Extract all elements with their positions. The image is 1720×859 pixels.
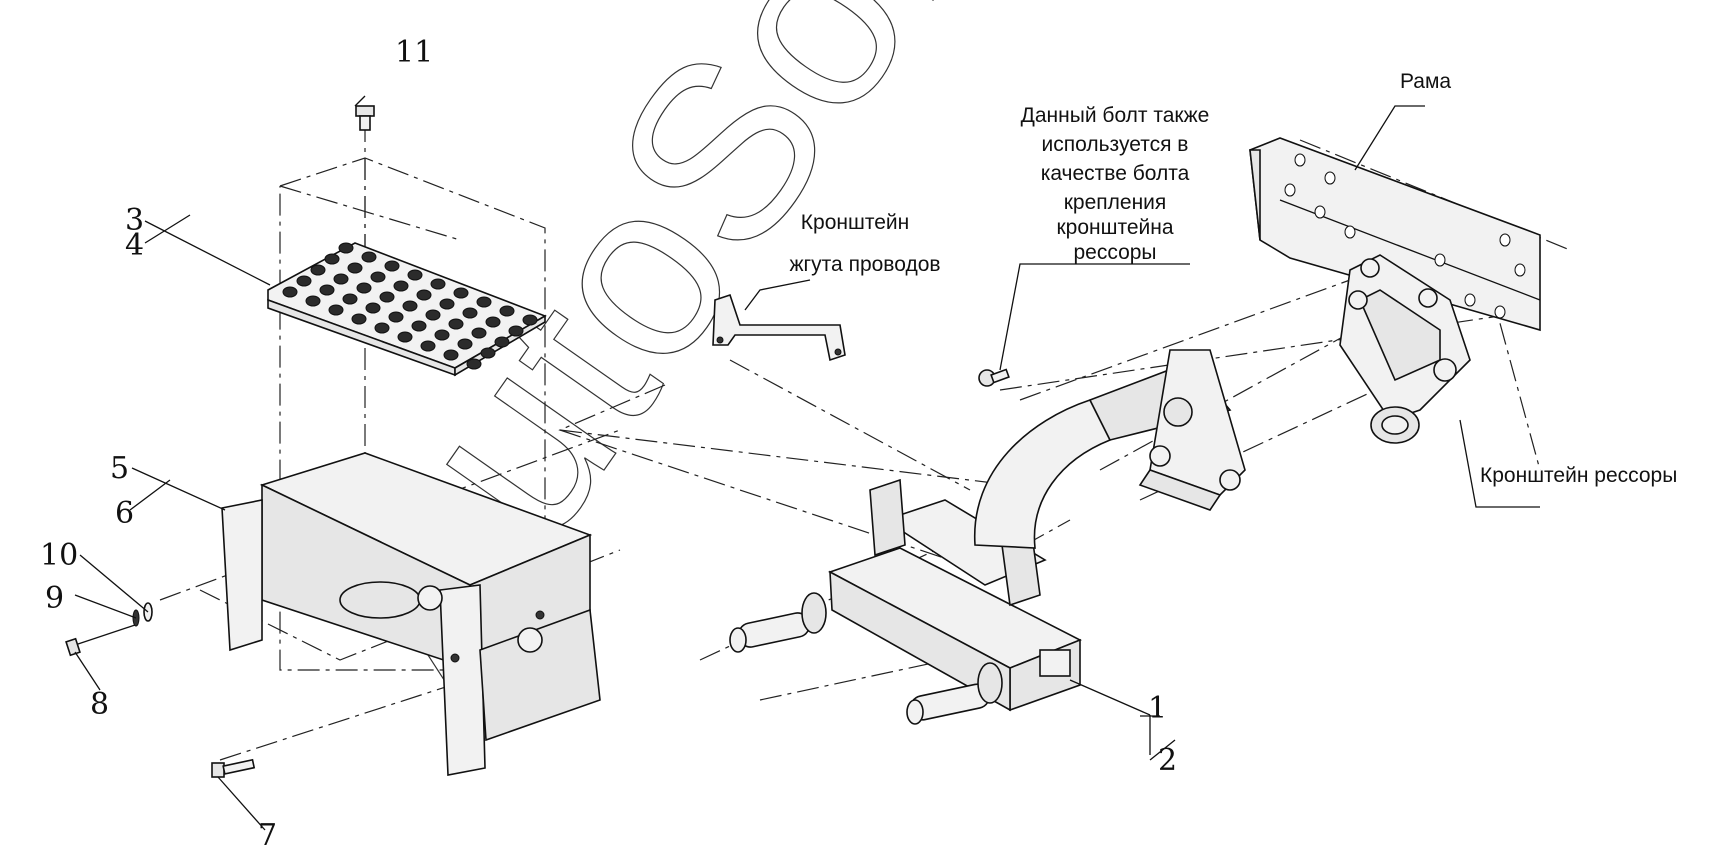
frame-rail-hole <box>1344 225 1356 239</box>
step-plate-hole <box>439 298 455 310</box>
step-plate-hole <box>462 307 478 319</box>
step-plate-hole <box>338 242 354 254</box>
step-plate-hole <box>499 305 515 317</box>
step-plate-hole <box>457 338 473 350</box>
callout-numbers: 1 2 3 4 5 6 7 8 9 10 11 <box>40 35 1177 853</box>
step-plate-hole <box>319 284 335 296</box>
frame-rail-hole <box>1514 263 1526 277</box>
step-plate-hole <box>351 313 367 325</box>
wiring-harness-bracket <box>712 293 846 362</box>
label-bolt-note-line-1: Данный болт также <box>1021 104 1210 127</box>
callout-8: 8 <box>90 687 109 722</box>
step-plate-hole <box>328 304 344 316</box>
frame-rail-hole <box>1464 293 1476 307</box>
callout-7: 7 <box>258 818 277 853</box>
part-1-2-support-beam <box>729 478 1082 725</box>
spring-bracket <box>1339 254 1471 444</box>
frame-rail-hole <box>1324 171 1336 185</box>
label-bolt-note-line-3: качестве болта <box>1041 162 1190 185</box>
step-plate-hole <box>407 269 423 281</box>
step-plate-hole <box>305 295 321 307</box>
support-tube-and-mount <box>974 349 1246 549</box>
step-plate-hole <box>397 331 413 343</box>
frame-rail-hole <box>1314 205 1326 219</box>
step-plate-hole <box>416 289 432 301</box>
step-plate-hole <box>448 318 464 330</box>
callout-10: 10 <box>40 538 78 573</box>
step-plate-hole <box>443 349 459 361</box>
step-plate-hole <box>356 282 372 294</box>
callout-9: 9 <box>45 581 64 616</box>
step-plate-hole <box>296 275 312 287</box>
label-frame: Рама <box>1400 70 1451 93</box>
callout-1: 1 <box>1148 691 1167 726</box>
step-plate-hole <box>494 336 510 348</box>
step-plate-hole <box>324 253 340 265</box>
step-plate-hole <box>361 251 377 263</box>
callout-3: 3 <box>125 203 144 238</box>
step-plate-hole <box>342 293 358 305</box>
frame-rail <box>1249 137 1541 332</box>
step-plate-hole <box>466 358 482 370</box>
step-plate-hole <box>430 278 446 290</box>
step-plate-hole <box>476 296 492 308</box>
frame-rail-hole <box>1499 233 1511 247</box>
label-leaders <box>744 105 1540 508</box>
callout-5: 5 <box>110 451 129 486</box>
frame-rail-hole <box>1294 153 1306 167</box>
step-plate-hole <box>310 264 326 276</box>
step-plate-hole <box>379 291 395 303</box>
callout-11: 11 <box>395 35 433 70</box>
step-plate-hole <box>402 300 418 312</box>
step-plate-hole <box>480 347 496 359</box>
step-plate-hole <box>411 320 427 332</box>
step-plate-hole <box>485 316 501 328</box>
step-plate-hole <box>420 340 436 352</box>
label-harness-bracket-line-1: Кронштейн <box>801 211 909 234</box>
label-bolt-note-line-4: крепления <box>1064 191 1167 214</box>
label-spring-bracket: Кронштейн рессоры <box>1480 464 1677 487</box>
step-plate-hole <box>508 325 524 337</box>
frame-rail-holes <box>1284 153 1526 319</box>
label-bolt-note-line-5: кронштейна <box>1056 216 1173 239</box>
step-plate-holes <box>282 242 538 370</box>
frame-rail-hole <box>1284 183 1296 197</box>
frame-rail-hole <box>1434 253 1446 267</box>
step-plate-hole <box>370 271 386 283</box>
callout-4: 4 <box>125 228 144 263</box>
step-plate-hole <box>384 260 400 272</box>
part-5-6-step-box <box>221 452 601 776</box>
part-11-bolt <box>355 105 375 131</box>
step-plate-hole <box>522 314 538 326</box>
callout-2: 2 <box>1158 743 1177 778</box>
step-plate-hole <box>434 329 450 341</box>
step-plate-hole <box>393 280 409 292</box>
step-plate-hole <box>347 262 363 274</box>
step-plate-hole <box>453 287 469 299</box>
spring-bracket-bolt <box>978 368 1010 387</box>
step-plate-hole <box>471 327 487 339</box>
label-bolt-note-line-2: используется в <box>1042 133 1189 156</box>
step-plate-hole <box>333 273 349 285</box>
step-plate-hole <box>388 311 404 323</box>
step-plate-hole <box>282 286 298 298</box>
label-bolt-note-line-6: рессоры <box>1073 241 1156 264</box>
callout-6: 6 <box>115 496 134 531</box>
frame-rail-hole <box>1494 305 1506 319</box>
annotation-labels: Рама Данный болт также используется в ка… <box>789 70 1677 487</box>
label-harness-bracket-line-2: жгута проводов <box>789 253 940 276</box>
leader-lines <box>74 95 1176 831</box>
part-3-4-step-plate <box>267 242 547 377</box>
step-plate-hole <box>374 322 390 334</box>
step-plate-hole <box>365 302 381 314</box>
step-plate-hole <box>425 309 441 321</box>
